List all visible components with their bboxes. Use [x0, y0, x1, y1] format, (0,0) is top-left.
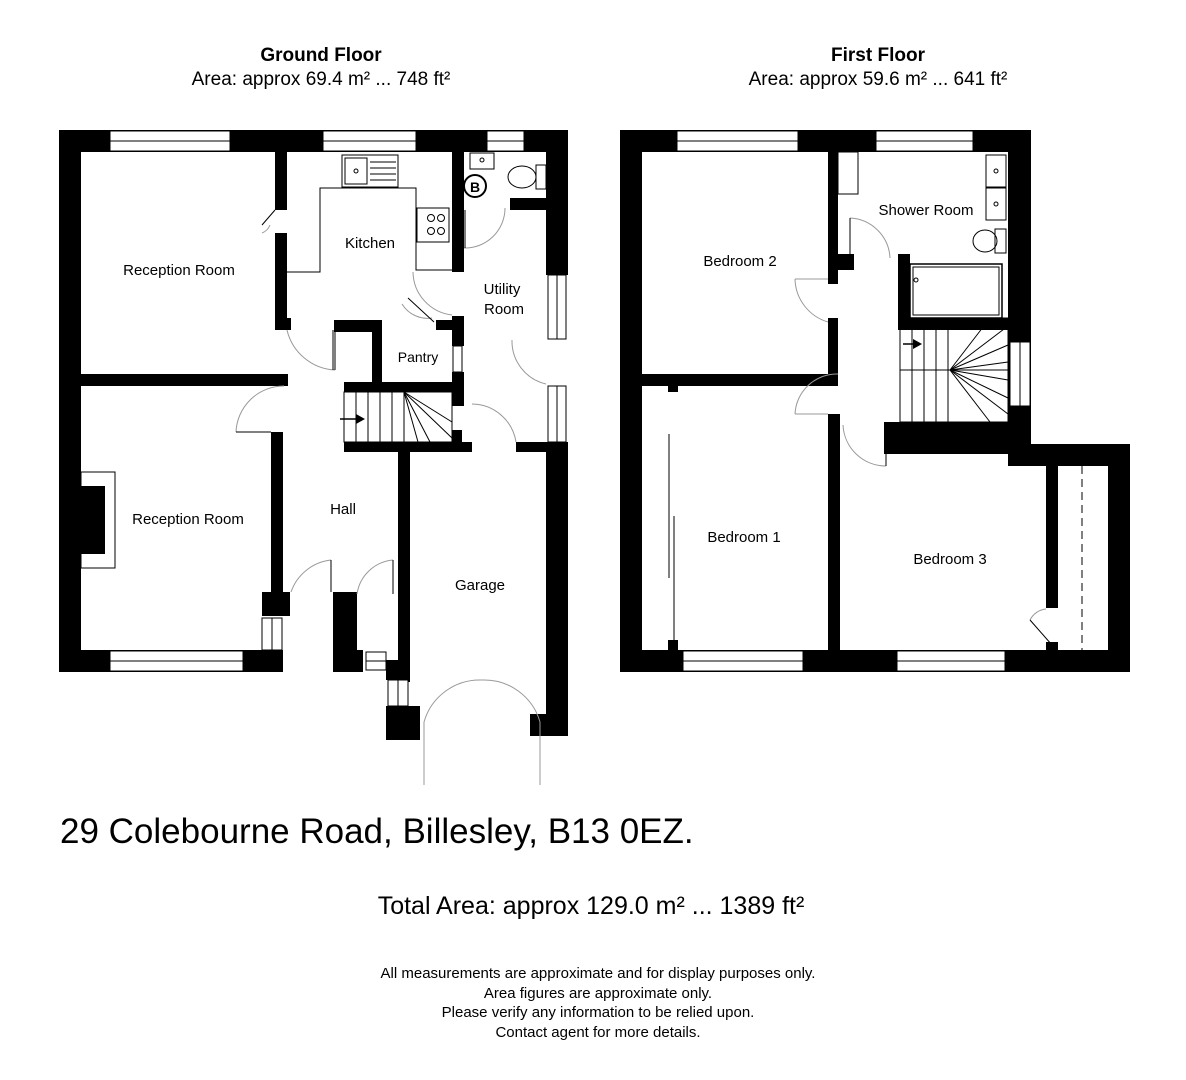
stair-direction-arrow-icon [356, 414, 365, 424]
ground-floor-solid-details [81, 414, 365, 554]
first-floor-fixtures [668, 151, 1083, 650]
floor-plans: B Reception Room Reception Room Kitchen … [59, 130, 1130, 785]
ground-floor-title: Ground Floor [260, 45, 382, 66]
stair-direction-arrow-icon [913, 339, 922, 349]
label-bedroom-2: Bedroom 2 [703, 253, 776, 270]
ground-floor-area: Area: approx 69.4 m² ... 748 ft² [191, 69, 451, 90]
label-shower-room: Shower Room [878, 202, 973, 219]
disclaimer-line: Please verify any information to be reli… [441, 1004, 755, 1021]
label-utility-room-line1: Utility [484, 281, 521, 298]
label-reception-room-rear: Reception Room [132, 511, 244, 528]
ground-floor-windows [109, 130, 567, 707]
first-floor-plan [620, 130, 1130, 672]
disclaimer: All measurements are approximate and for… [0, 964, 1186, 1042]
total-area-text: Total Area: approx 129.0 m² ... 1389 ft² [377, 892, 805, 920]
disclaimer-line: Contact agent for more details. [495, 1023, 701, 1041]
label-hall: Hall [330, 501, 356, 518]
label-garage: Garage [455, 577, 505, 594]
label-bedroom-3: Bedroom 3 [913, 551, 986, 568]
first-floor-solid-details [903, 339, 922, 349]
label-bedroom-1: Bedroom 1 [707, 529, 780, 546]
label-utility-room-line2: Room [484, 301, 524, 318]
property-address: 29 Colebourne Road, Billesley, B13 0EZ. [60, 812, 694, 851]
disclaimer-line: All measurements are approximate and for… [380, 965, 816, 982]
first-floor-windows [676, 130, 1031, 672]
disclaimer-line: Area figures are approximate only. [483, 984, 713, 1002]
label-pantry: Pantry [398, 349, 438, 365]
fireplace-icon [81, 486, 105, 554]
first-floor-title: First Floor [831, 45, 925, 66]
ground-floor-plan [59, 130, 568, 740]
first-floor-doors [794, 217, 1053, 646]
boiler-label: B [470, 179, 480, 195]
first-floor-header: First Floor Area: approx 59.6 m² ... 641… [678, 44, 1078, 92]
ground-floor-header: Ground Floor Area: approx 69.4 m² ... 74… [121, 44, 521, 92]
ground-floor-doors [235, 207, 547, 785]
first-floor-area: Area: approx 59.6 m² ... 641 ft² [748, 69, 1008, 90]
total-area: Total Area: approx 129.0 m² ... 1389 ft² [0, 892, 1186, 921]
label-kitchen: Kitchen [345, 235, 395, 252]
ground-floor-fixtures [80, 152, 547, 569]
label-reception-room-front: Reception Room [123, 262, 235, 279]
